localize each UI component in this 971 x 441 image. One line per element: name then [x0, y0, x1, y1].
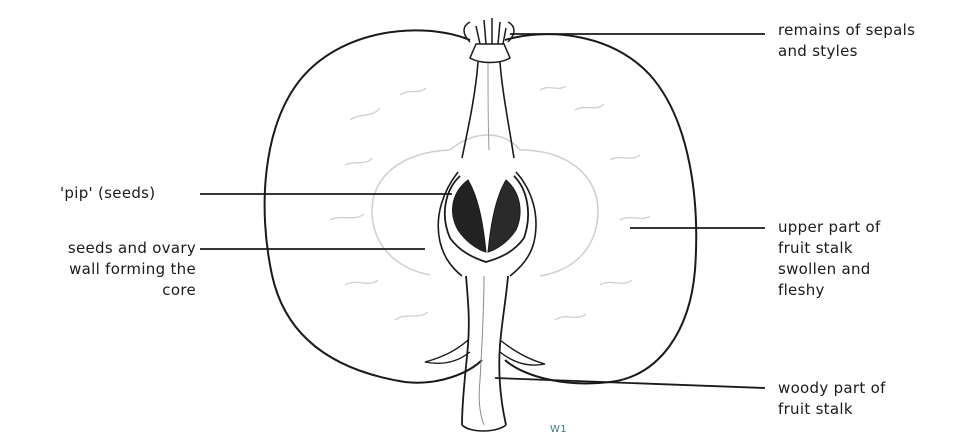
label-core: seeds and ovary wall forming the core	[8, 238, 196, 301]
stalk-right	[499, 276, 508, 425]
stalk-inner	[479, 276, 484, 425]
stalk-left	[462, 276, 469, 425]
label-woody-stalk: woody part of fruit stalk	[778, 378, 886, 420]
apple-outline	[265, 30, 697, 383]
stalk-base	[462, 425, 506, 431]
central-strand-mid	[488, 62, 489, 150]
vascular-marks	[330, 86, 650, 320]
central-strand-right	[500, 62, 514, 158]
pip-left	[453, 180, 486, 252]
watermark-mark: W1	[550, 424, 567, 436]
central-strand-left	[462, 62, 478, 158]
core-boundary-top	[450, 135, 520, 150]
core-boundary	[372, 150, 598, 276]
label-upper-stalk: upper part of fruit stalk swollen and fl…	[778, 217, 881, 301]
label-sepals: remains of sepals and styles	[778, 20, 915, 62]
stalk-flare-left	[425, 340, 470, 363]
leader-woody-stalk	[495, 378, 765, 388]
pip-right	[488, 180, 520, 252]
label-pip: 'pip' (seeds)	[60, 183, 155, 204]
